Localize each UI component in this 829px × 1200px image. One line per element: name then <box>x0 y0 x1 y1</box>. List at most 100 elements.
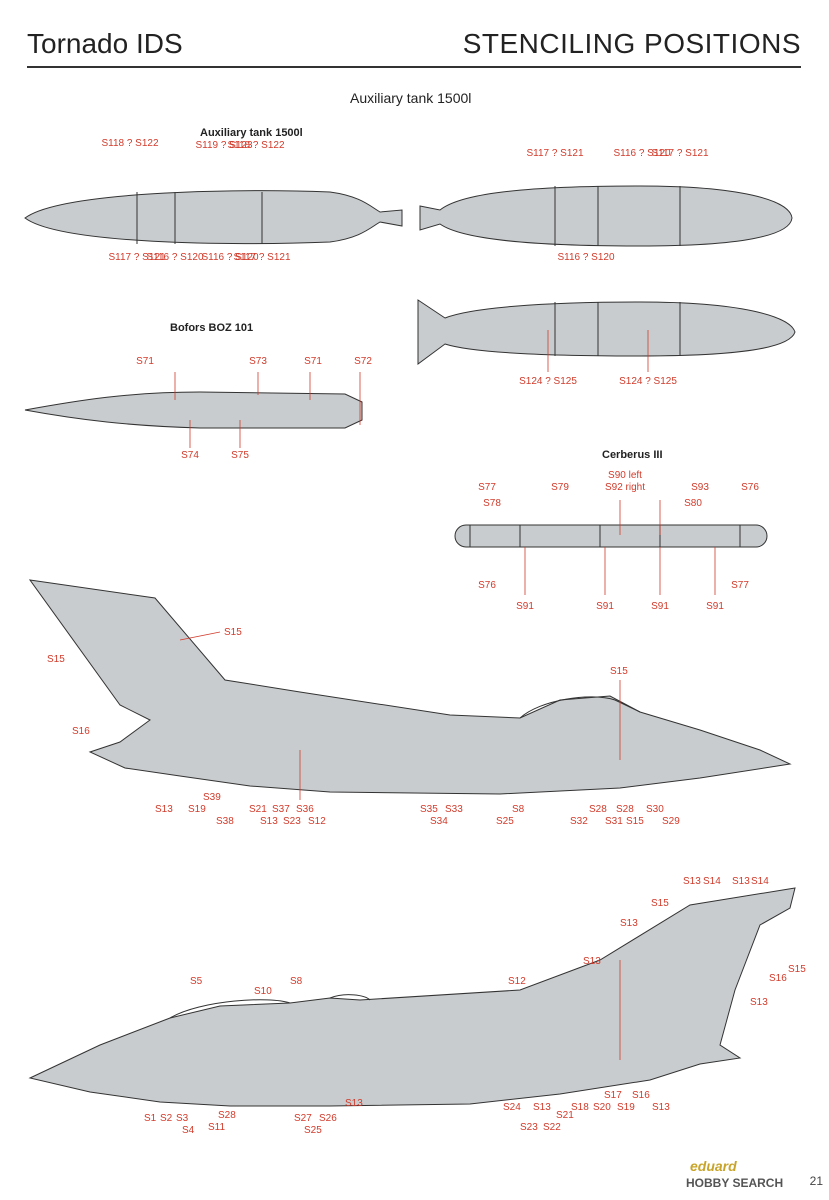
label-jet1: S34 <box>430 816 448 827</box>
label-jet2: S14 <box>751 876 769 887</box>
label-jet2: S15 <box>788 964 806 975</box>
label-tank2-top-1: S117 ? S121 <box>526 148 584 159</box>
label-cerb-bot-5: S91 <box>706 601 724 612</box>
label-jet2: S21 <box>556 1110 574 1121</box>
label-jet1: S33 <box>445 804 463 815</box>
label-jet1: S15 <box>224 627 242 638</box>
aux-tank-2 <box>419 185 793 247</box>
label-jet1: S35 <box>420 804 438 815</box>
label-tank1-bot-4: S117 ? S121 <box>233 252 291 263</box>
label-jet2: S1 <box>144 1113 157 1124</box>
label-jet1: S36 <box>296 804 314 815</box>
label-jet2: S2 <box>160 1113 173 1124</box>
label-jet2: S22 <box>543 1122 561 1133</box>
label-jet2: S13 <box>683 876 701 887</box>
label-tank2-bot-1: S116 ? S120 <box>557 252 615 263</box>
label-tank1-bot-1: S117 ? S121 <box>108 252 166 263</box>
label-jet2: S12 <box>508 976 526 987</box>
label-jet2: S27 <box>294 1113 312 1124</box>
label-jet1: S15 <box>626 816 644 827</box>
label-bofors-bot-1: S74 <box>181 450 199 461</box>
hobby-search-watermark: HOBBY SEARCH <box>686 1176 784 1190</box>
label-cerb-bot-3: S91 <box>596 601 614 612</box>
tornado-side-1 <box>28 579 792 795</box>
label-jet2: S26 <box>319 1113 337 1124</box>
label-bofors-top-1: S71 <box>136 356 154 367</box>
label-jet1: S16 <box>72 726 90 737</box>
label-jet1: S28 <box>616 804 634 815</box>
header-divider <box>27 66 801 68</box>
label-jet2: S13 <box>345 1098 363 1109</box>
label-jet1: S19 <box>188 804 206 815</box>
label-cerb-top-6: S93 <box>691 482 709 493</box>
label-jet2: S13 <box>732 876 750 887</box>
label-bofors-bot-2: S75 <box>231 450 249 461</box>
label-jet2: S15 <box>651 898 669 909</box>
label-cerb-top-5: S92 right <box>604 482 646 493</box>
label-cerb-bot-2: S91 <box>516 601 534 612</box>
label-jet1: S8 <box>512 804 525 815</box>
label-jet1: S38 <box>216 816 234 827</box>
subtitle-bofors: Bofors BOZ 101 <box>170 322 254 334</box>
label-cerb-top-2: S78 <box>483 498 501 509</box>
label-jet2: S14 <box>703 876 721 887</box>
label-jet2: S18 <box>571 1102 589 1113</box>
label-jet2: S13 <box>750 997 768 1008</box>
page-title-right: STENCILING POSITIONS <box>462 28 801 59</box>
label-jet2: S13 <box>620 918 638 929</box>
label-jet2: S17 <box>604 1090 622 1101</box>
label-tank1-top-2: S119 ? S123 <box>195 140 253 151</box>
label-jet1: S28 <box>589 804 607 815</box>
label-jet2: S13 <box>533 1102 551 1113</box>
label-jet2: S4 <box>182 1125 195 1136</box>
subtitle-cerberus: Cerberus III <box>602 449 663 461</box>
label-jet2: S19 <box>617 1102 635 1113</box>
label-tank1-bot-2: S116 ? S120 <box>146 252 204 263</box>
page-title-left: Tornado IDS <box>27 28 183 59</box>
subtitle-aux-tank: Auxiliary tank 1500l <box>200 127 303 139</box>
label-tank2-top-3: S117 ? S121 <box>651 148 709 159</box>
label-jet1: S21 <box>249 804 267 815</box>
label-jet2: S16 <box>632 1090 650 1101</box>
label-tank3-bot-2: S124 ? S125 <box>619 376 677 387</box>
label-jet2: S8 <box>290 976 303 987</box>
label-cerb-top-4: S90 left <box>608 470 642 481</box>
label-cerb-bot-6: S77 <box>731 580 749 591</box>
label-jet1: S12 <box>308 816 326 827</box>
label-jet2: S5 <box>190 976 203 987</box>
label-jet1: S30 <box>646 804 664 815</box>
label-jet2: S16 <box>769 973 787 984</box>
label-jet2: S13 <box>652 1102 670 1113</box>
label-jet1: S15 <box>47 654 65 665</box>
label-jet1: S31 <box>605 816 623 827</box>
label-bofors-top-3: S71 <box>304 356 322 367</box>
label-jet2: S23 <box>520 1122 538 1133</box>
tornado-side-2 <box>28 887 796 1107</box>
bofors-pod <box>24 391 363 429</box>
cerberus-pod <box>454 524 768 548</box>
label-jet1: S32 <box>570 816 588 827</box>
section-title-aux-tank: Auxiliary tank 1500l <box>350 90 472 106</box>
label-jet1: S37 <box>272 804 290 815</box>
aux-tank-3 <box>417 299 796 365</box>
label-jet1: S13 <box>155 804 173 815</box>
label-jet1: S39 <box>203 792 221 803</box>
label-jet1: S25 <box>496 816 514 827</box>
label-jet2: S13 <box>583 956 601 967</box>
label-tank3-bot-1: S124 ? S125 <box>519 376 577 387</box>
eduard-logo: eduard <box>690 1158 737 1174</box>
label-jet1: S29 <box>662 816 680 827</box>
label-tank1-top-1: S118 ? S122 <box>101 138 159 149</box>
label-jet1: S13 <box>260 816 278 827</box>
label-jet2: S25 <box>304 1125 322 1136</box>
label-bofors-top-2: S73 <box>249 356 267 367</box>
label-jet2: S11 <box>208 1122 226 1133</box>
label-cerb-top-3: S79 <box>551 482 569 493</box>
label-cerb-top-7: S80 <box>684 498 702 509</box>
label-cerb-top-1: S77 <box>478 482 496 493</box>
label-tank1-bot-3: S116 ? S120 <box>201 252 259 263</box>
label-jet2: S10 <box>254 986 272 997</box>
label-bofors-top-4: S72 <box>354 356 372 367</box>
aux-tank-1 <box>24 190 403 245</box>
